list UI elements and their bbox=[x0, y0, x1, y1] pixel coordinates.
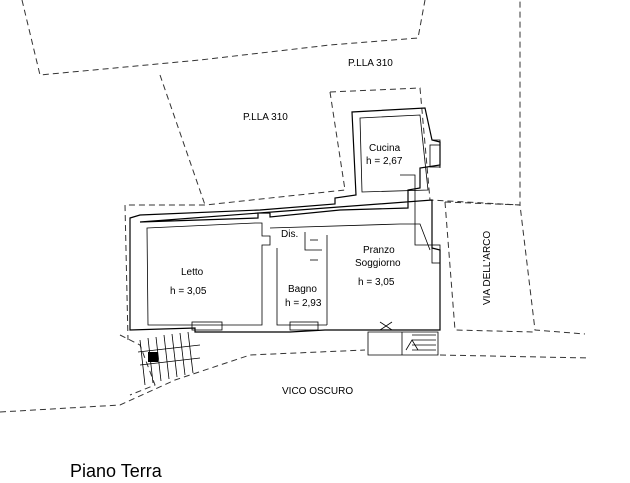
room-height-bagno: h = 2,93 bbox=[285, 298, 322, 309]
openings bbox=[191, 144, 441, 331]
outside-stairs bbox=[137, 331, 201, 386]
parcel-boundaries bbox=[0, 0, 591, 413]
room-height-cucina: h = 2,67 bbox=[366, 156, 403, 167]
room-name-bagno: Bagno bbox=[288, 284, 317, 295]
parcel-label-west: P.LLA 310 bbox=[243, 112, 288, 123]
parcel-label-north: P.LLA 310 bbox=[348, 58, 393, 69]
street-label-south: VICO OSCURO bbox=[282, 386, 353, 397]
room-name-pranzo: Pranzo bbox=[363, 245, 395, 256]
room-height-pranzo: h = 3,05 bbox=[358, 277, 395, 288]
room-name-cucina: Cucina bbox=[369, 143, 401, 154]
room-name-dis: Dis. bbox=[281, 229, 298, 240]
building-walls bbox=[129, 107, 441, 333]
entrance-steps bbox=[367, 331, 439, 356]
floor-title: Piano Terra bbox=[70, 461, 163, 481]
room-name-letto: Letto bbox=[181, 267, 204, 278]
street-label-east: VIA DELL'ARCO bbox=[482, 231, 493, 305]
room-name-soggiorno: Soggiorno bbox=[355, 258, 401, 269]
room-height-letto: h = 3,05 bbox=[170, 286, 207, 297]
